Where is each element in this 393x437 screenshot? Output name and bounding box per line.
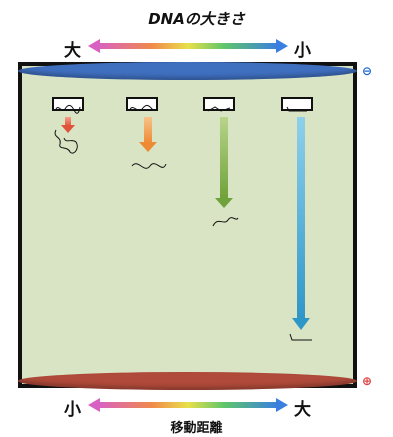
lane-3-dna-band	[212, 217, 239, 227]
lane-1-arrow	[61, 117, 75, 133]
minus-electrode	[18, 62, 357, 80]
bottom-axis-left-label: 小	[64, 400, 81, 420]
plus-pole-label: ⊕	[362, 374, 373, 388]
distance-caption: 移動距離	[170, 421, 223, 436]
top-axis-right-label: 小	[294, 41, 311, 61]
lane-1-dna-band	[54, 129, 78, 154]
distance-gradient-arrow	[88, 398, 288, 412]
dna-in-well-1-icon	[55, 104, 81, 114]
diagram-title: DNAの大きさ	[148, 10, 245, 28]
top-axis-left-label: 大	[64, 41, 81, 61]
minus-pole-label: ⊖	[362, 64, 373, 78]
dna-in-well-4-icon	[286, 106, 307, 112]
lane-4-arrow	[292, 117, 310, 330]
lane-3-arrow	[215, 117, 233, 208]
well-3	[203, 97, 235, 112]
dna-in-well-2-icon	[129, 104, 154, 111]
dna-in-well-3-icon	[207, 106, 231, 112]
well-2	[126, 97, 158, 111]
lane-2-arrow	[139, 117, 157, 152]
lane-4-dna-band	[289, 333, 312, 341]
size-gradient-arrow	[88, 39, 288, 53]
lane-2-dna-band	[131, 163, 167, 169]
bottom-axis-right-label: 大	[294, 400, 311, 420]
plus-electrode	[18, 372, 357, 390]
well-4	[281, 97, 313, 112]
well-1	[52, 97, 84, 114]
